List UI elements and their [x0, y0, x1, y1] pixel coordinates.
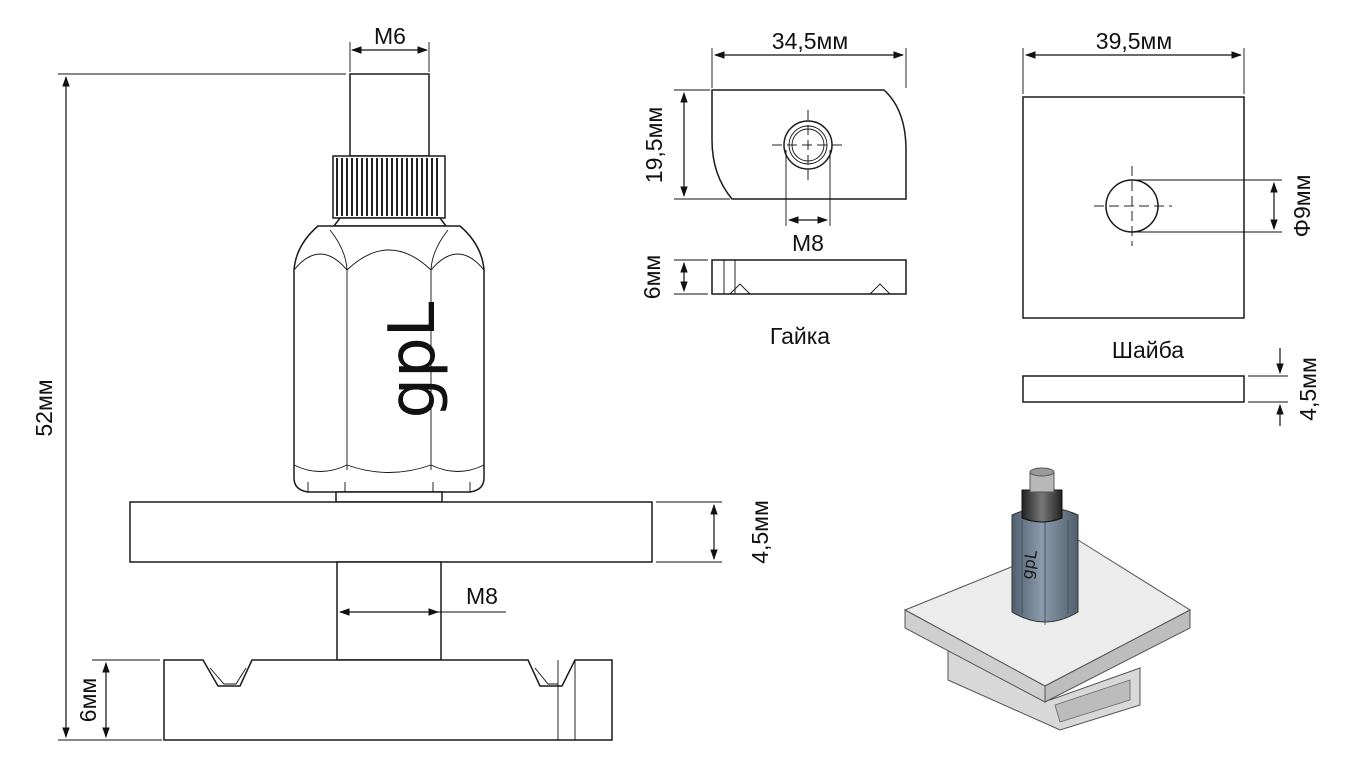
dim-washer-thickness-main: 4,5мм	[656, 500, 773, 564]
main-assembly-view: gpL M6 52мм	[31, 23, 773, 741]
washer-width-label: 39,5мм	[1096, 28, 1172, 54]
m8-rod	[336, 561, 442, 661]
body-base	[335, 491, 443, 503]
washer-side	[129, 501, 653, 563]
logo-text: gpL	[376, 301, 450, 418]
knurled-nut	[332, 155, 446, 219]
dim-m6: M6	[349, 23, 430, 72]
nut-thread-label: M8	[792, 230, 824, 256]
nut-width-label: 34,5мм	[772, 28, 848, 54]
nut-caption: Гайка	[770, 323, 830, 349]
washer-thickness-label: 4,5мм	[1295, 357, 1321, 421]
height-total-label: 52мм	[31, 379, 57, 436]
dim-nut-height-main: 6мм	[75, 659, 160, 739]
hex-body: gpL	[293, 225, 485, 493]
dim-total-height: 52мм	[31, 73, 346, 741]
washer-side-view: Шайба 4,5мм	[1022, 337, 1321, 426]
nut-side-height-label: 6мм	[639, 255, 665, 299]
nut-collar	[332, 217, 448, 227]
washer-top-view: 39,5мм Φ9мм	[1022, 28, 1315, 319]
render-logo-text: gpL	[1017, 549, 1041, 581]
m6-stud	[349, 73, 430, 157]
isometric-render: gpL	[903, 467, 1192, 731]
m8-main-label: M8	[466, 583, 498, 609]
channel-nut-side	[163, 659, 613, 741]
washer-hole-label: Φ9мм	[1289, 175, 1315, 238]
nut-top-view: 34,5мм 19,5мм M8	[641, 28, 907, 256]
dim-m8-main: M8	[338, 583, 506, 616]
nut-depth-label: 19,5мм	[641, 107, 667, 183]
nut-height-main-label: 6мм	[75, 678, 101, 722]
m6-label: M6	[374, 23, 406, 49]
washer-caption: Шайба	[1112, 337, 1184, 363]
washer-thickness-main-label: 4,5мм	[747, 500, 773, 564]
nut-side-view: 6мм Гайка	[639, 255, 907, 349]
